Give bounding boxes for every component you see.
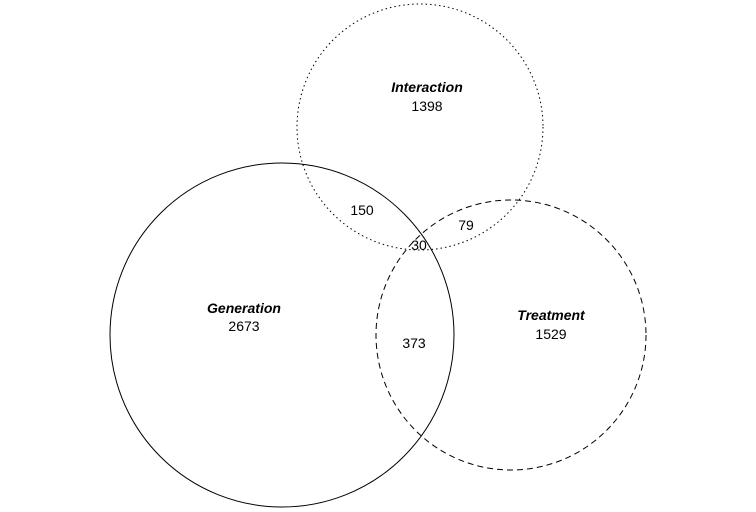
generation-interaction-count: 150	[350, 202, 374, 218]
generation-label: Generation	[207, 300, 281, 316]
treatment-count: 1529	[535, 326, 566, 342]
generation-circle	[109, 162, 455, 508]
interaction-circle	[296, 3, 544, 251]
treatment-circle	[375, 199, 647, 471]
interaction-treatment-count: 79	[458, 217, 474, 233]
interaction-count: 1398	[411, 98, 442, 114]
all-three-count: 30	[411, 237, 427, 253]
generation-treatment-count: 373	[402, 335, 426, 351]
generation-count: 2673	[228, 318, 259, 334]
interaction-label: Interaction	[391, 79, 463, 95]
treatment-label: Treatment	[517, 307, 586, 323]
